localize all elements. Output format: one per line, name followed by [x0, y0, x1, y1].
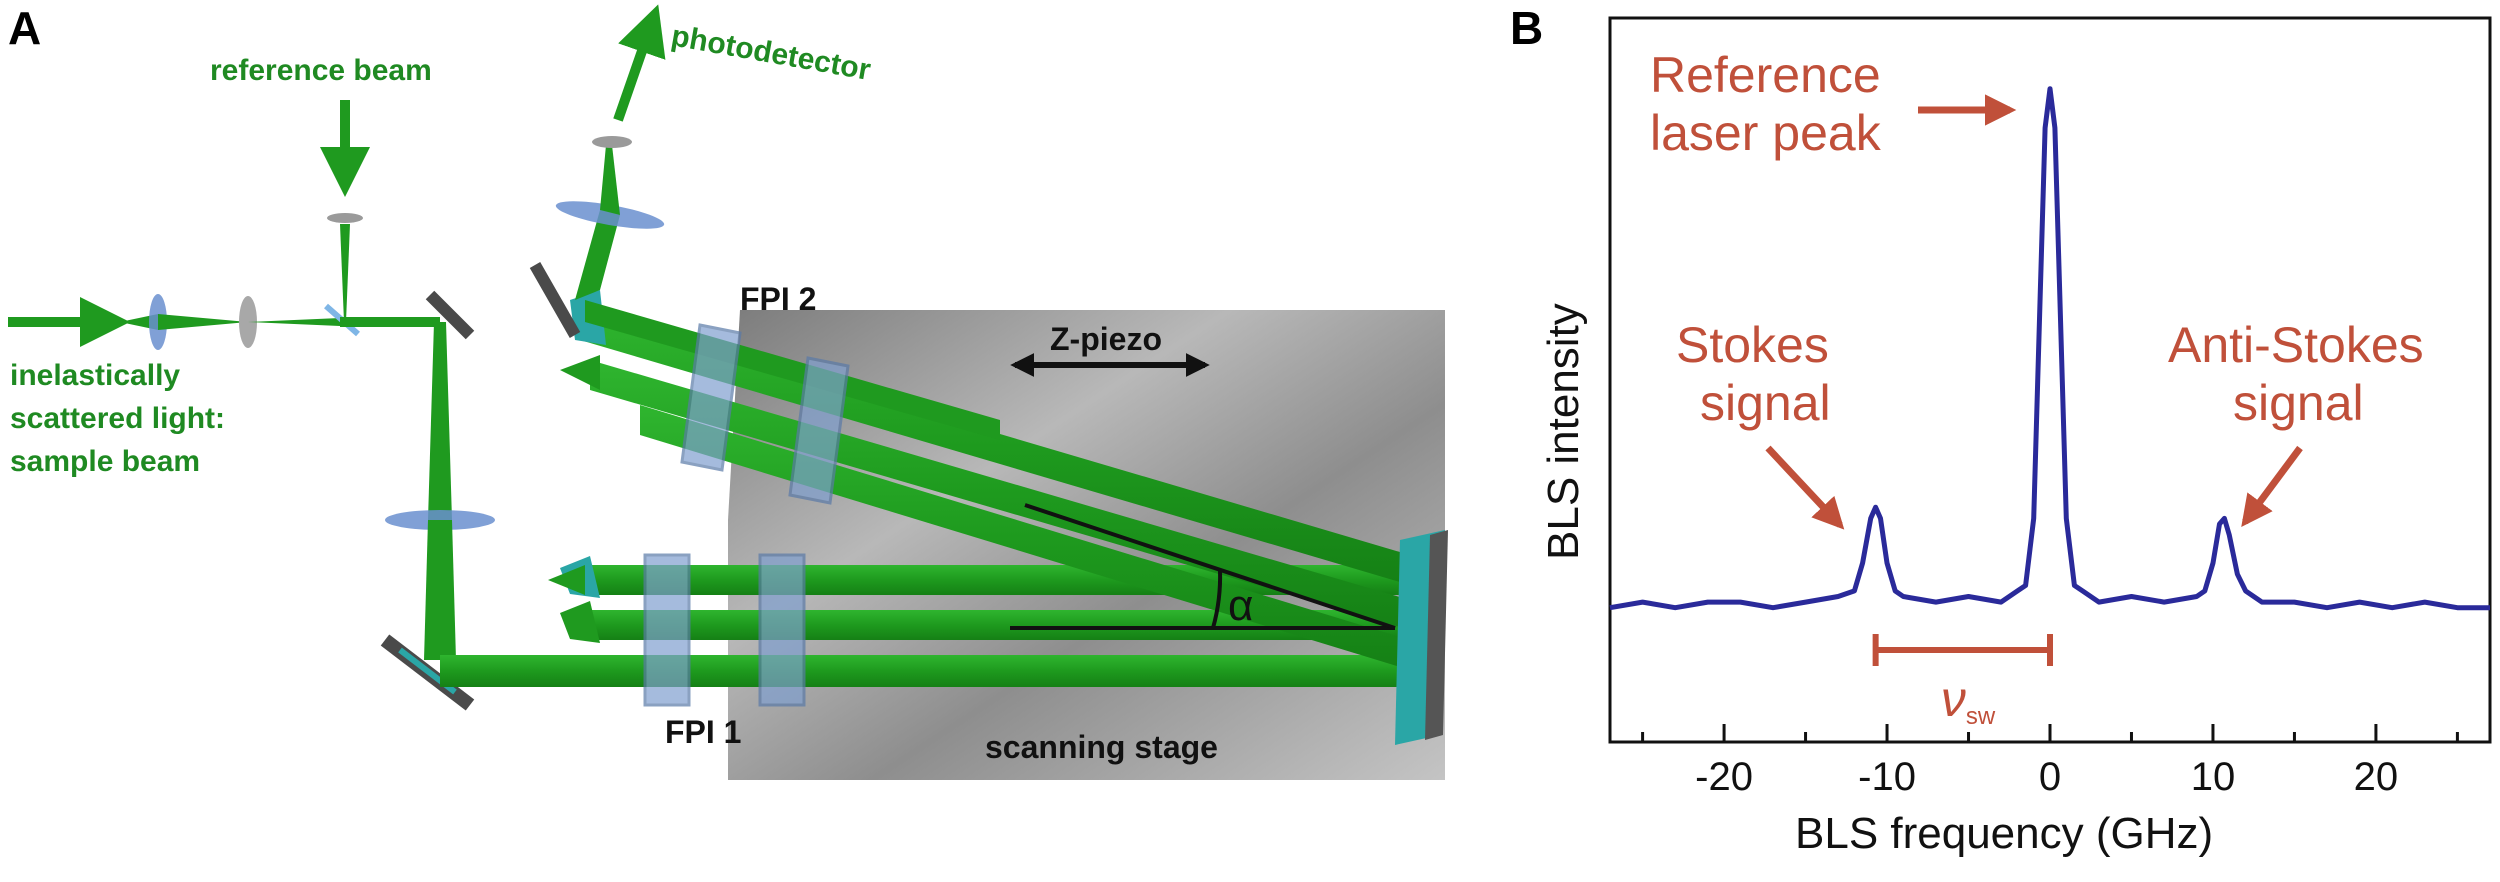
beam-path-main: [340, 290, 1400, 711]
lens-3-icon: [555, 201, 665, 229]
x-axis-label: BLS frequency (GHz): [1795, 809, 2213, 858]
x-tick-label: 0: [2039, 755, 2061, 799]
photodetector-label: photodetector: [669, 19, 874, 87]
antistokes-annotation: Anti-Stokes signal: [2168, 317, 2424, 528]
nu-sw-marker: νsw: [1872, 634, 2053, 730]
fpi1-label: FPI 1: [665, 714, 741, 750]
sample-beam-label-2: scattered light:: [10, 402, 225, 435]
stokes-annotation: Stokes signal: [1676, 317, 1845, 530]
bls-spectrum-line: [1609, 86, 2490, 611]
antistokes-label-2: signal: [2233, 375, 2364, 431]
photodetector-path: [529, 4, 666, 338]
fpi2-plates: [680, 323, 850, 505]
nu-sw-label: νsw: [1941, 671, 1996, 730]
angle-marker: α: [1010, 503, 1396, 630]
x-axis-ticks: -20 -10 0 10 20: [1641, 724, 2459, 799]
x-tick-label: 10: [2191, 755, 2236, 799]
fpi1-plates: [643, 553, 806, 707]
x-tick-label: 20: [2354, 755, 2399, 799]
z-piezo-label: Z-piezo: [1050, 321, 1162, 357]
retroreflector-1-icon: [548, 565, 585, 595]
stokes-label-2: signal: [1700, 375, 1831, 431]
reference-annotation: Reference laser peak: [1650, 47, 2017, 161]
alpha-label: α: [1228, 581, 1253, 630]
mirror-1-icon: [425, 290, 475, 340]
fpi2-label: FPI 2: [740, 281, 816, 317]
pinhole-2-icon: [592, 136, 632, 148]
y-axis-label: BLS intensity: [1539, 303, 1588, 560]
reference-pinhole-icon: [327, 213, 363, 223]
panel-b-letter: B: [1510, 2, 1543, 54]
antistokes-label-1: Anti-Stokes: [2168, 317, 2424, 373]
panel-b: B -20 -10 0 10 20 BLS frequency (GHz) BLS in…: [1510, 2, 2492, 858]
panel-a: A: [8, 2, 1448, 780]
reference-label-1: Reference: [1650, 47, 1881, 103]
x-tick-label: -10: [1858, 755, 1916, 799]
scanning-stage-label: scanning stage: [985, 729, 1218, 765]
mirror-3-icon: [529, 262, 581, 338]
sample-beam-label-1: inelastically: [10, 359, 180, 392]
sample-beam-label-3: sample beam: [10, 445, 200, 478]
reference-beam-label: reference beam: [210, 54, 432, 87]
stokes-label-1: Stokes: [1676, 317, 1829, 373]
x-tick-label: -20: [1695, 755, 1753, 799]
reference-beam: [320, 100, 370, 337]
panel-a-letter: A: [8, 2, 41, 54]
retroreflector-2-icon: [560, 355, 600, 390]
reference-label-2: laser peak: [1650, 105, 1882, 161]
